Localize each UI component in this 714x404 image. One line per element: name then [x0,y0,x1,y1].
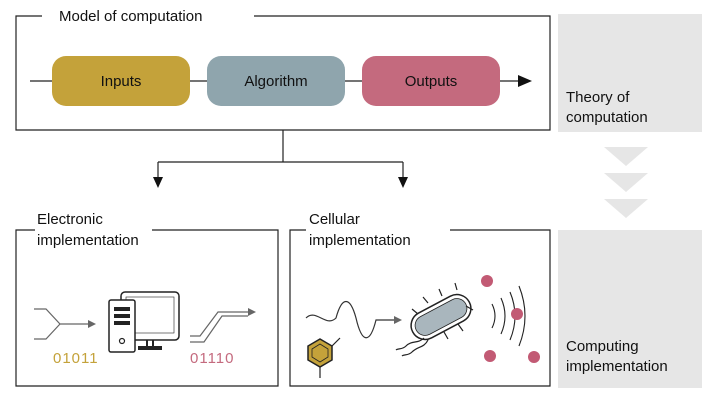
molecule-dot [511,308,523,320]
molecule-dot [484,350,496,362]
wave-signal-icon [305,300,394,339]
algorithm-block [207,56,345,106]
electronic-title-line1: Electronic [37,211,103,228]
output-bits: 01110 [190,350,235,367]
inputs-block [52,56,190,106]
cellular-title-line2: implementation [309,232,411,249]
theory-label-line2: computation [566,109,648,126]
molecule-dot [528,351,540,363]
chevron-down-icon [604,173,648,192]
inputs-label: Inputs [101,73,142,90]
computer-tower-icon [108,299,136,353]
signal-emission-icon [491,285,526,347]
arrowhead-left [153,177,163,188]
theory-label-line1: Theory of [566,89,630,106]
downward-chevron-icons [604,147,648,218]
flow-arrowhead [518,75,532,87]
chevron-down-icon [604,199,648,218]
outputs-block [362,56,500,106]
algorithm-label: Algorithm [244,73,307,90]
computing-label-line1: Computing [566,338,639,355]
chevron-down-icon [604,147,648,166]
hexagon-molecule-icon [307,337,341,378]
computer-icon [108,291,180,353]
electronic-implementation-box: Electronic implementation 01011 [15,211,279,387]
bacterium-cell-icon [395,282,474,357]
computing-label-line2: implementation [566,358,668,375]
molecule-dot [481,275,493,287]
secreted-molecules [481,275,540,363]
electronic-title-line2: implementation [37,232,139,249]
model-title: Model of computation [59,8,202,25]
cellular-implementation-box: Cellular implementation [289,211,551,387]
outputs-label: Outputs [405,73,458,90]
branch-arrows [157,130,404,180]
input-bits: 01011 [53,350,99,367]
cellular-title-line1: Cellular [309,211,360,228]
model-of-computation-box: Model of computation Inputs Algorithm Ou… [15,8,551,131]
output-signal-icon [190,311,248,343]
theory-panel [558,14,702,132]
arrowhead-right [398,177,408,188]
input-signal-icon [34,308,90,340]
flagellum-icon [395,337,425,351]
computing-panel [558,230,702,388]
